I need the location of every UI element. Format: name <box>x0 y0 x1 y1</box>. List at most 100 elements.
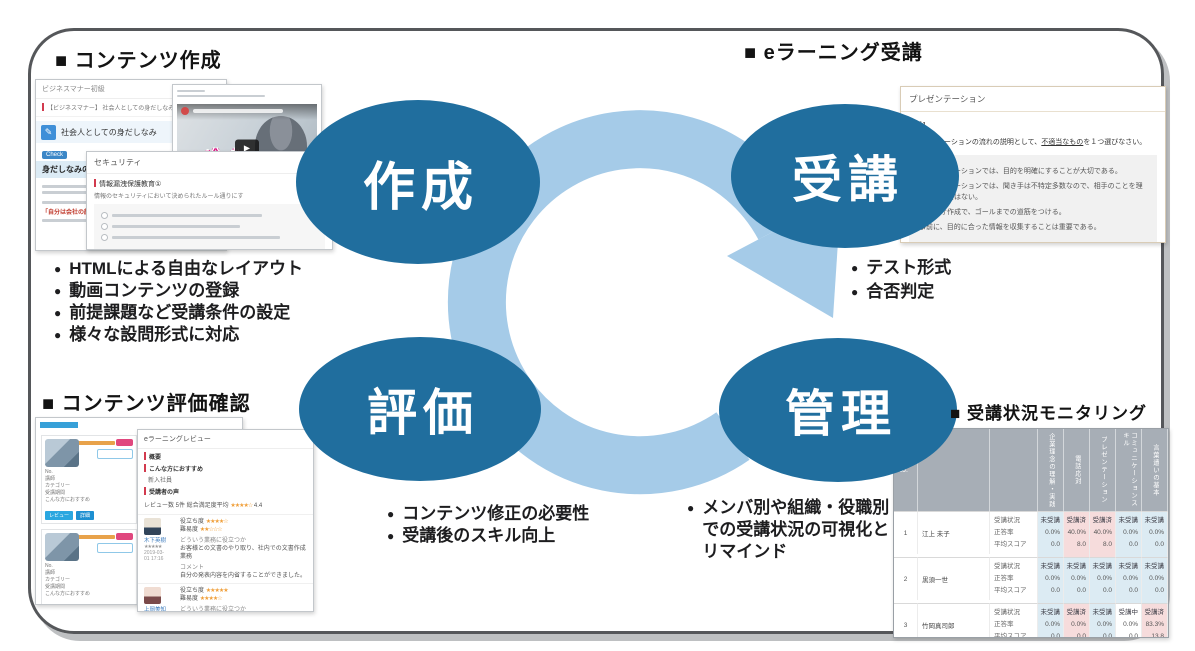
video-card-header <box>173 85 321 102</box>
list-item: ●合否判定 <box>851 280 951 304</box>
catalog-header-chip <box>40 422 78 428</box>
list-item: ●HTMLによる自由なレイアウト <box>54 259 303 278</box>
list-item: ●テスト形式 <box>851 256 951 280</box>
comment-text: 自分の発表内容を内省することができました。 <box>180 573 307 579</box>
meta-label: No. <box>45 563 53 569</box>
security-header: セキュリティ <box>87 152 332 174</box>
bullet-icon: ● <box>54 284 62 298</box>
row-number: 3 <box>894 603 918 637</box>
meta-label: カテゴリー <box>45 483 71 489</box>
review-button[interactable]: レビュー <box>45 511 74 520</box>
creation-bullets: ●HTMLによる自由なレイアウト ●動画コンテンツの登録 ●前提課題など受講条件… <box>54 258 303 346</box>
apply-button[interactable] <box>96 543 133 553</box>
question-text: プレゼンテーションの流れの説明として、不適当なものを１つ選びなさい。 <box>909 139 1147 146</box>
course-meta: No.講師カテゴリー受講期間こんな方におすすめ <box>45 561 133 598</box>
list-item: ●様々な設問形式に対応 <box>54 325 240 344</box>
usefulness-rating: 役立ち度 ★★★★★ <box>180 588 229 594</box>
radio-icon <box>101 234 108 241</box>
apply-button[interactable] <box>96 449 133 459</box>
creation-title: ■ コンテンツ作成 <box>55 50 222 72</box>
text-skeleton <box>177 90 205 92</box>
lesson-title: 社会人としての身だしなみ <box>61 127 157 137</box>
list-item: ●メンバ別や組織・役職別での受講状況の可視化とリマインド <box>687 498 890 561</box>
text-skeleton <box>112 214 262 217</box>
management-bullets: ●メンバ別や組織・役職別での受講状況の可視化とリマインド <box>687 497 892 563</box>
text-skeleton <box>112 225 240 228</box>
evaluation-bullets: ●コンテンツ修正の必要性 ●受講後のスキル向上 <box>387 503 589 547</box>
security-question-screenshot: セキュリティ 情報漏洩保護教育① 情報のセキュリティにおいて決められたルール通り… <box>86 151 333 250</box>
reviewer-stars: ★★★★★ <box>144 544 162 550</box>
detail-button[interactable]: 詳細 <box>76 511 95 520</box>
quiz-option[interactable]: プレゼンテーションでは、目的を明確にすることが大切である。 <box>919 168 1122 175</box>
security-topic: 情報漏洩保護教育① <box>87 174 332 191</box>
red-bar-icon <box>42 103 44 111</box>
monitoring-screenshot: No.企業理念の理解・実践電話応対プレゼンテーションコミュニケーションスキル言葉… <box>893 428 1169 638</box>
meta-label: 受講期間 <box>45 490 66 496</box>
review-panel-screenshot: eラーニングレビュー 概要 こんな方におすすめ 新入社員 受講者の声 レビュー数… <box>137 429 314 612</box>
attendance-bullets: ●テスト形式 ●合否判定 <box>851 256 951 304</box>
quiz-header: プレゼンテーション <box>901 87 1165 112</box>
metric-labels: 受講状況正答率平均スコア <box>990 603 1038 637</box>
quiz-option[interactable]: 事前に、目的に合った情報を収集することは重要である。 <box>919 224 1101 231</box>
list-item: ●前提課題など受講条件の設定 <box>54 303 291 322</box>
difficulty-rating: 難易度 ★★★★☆ <box>180 596 223 602</box>
review-date: 01 17:16 <box>144 556 164 562</box>
security-options <box>94 204 325 249</box>
text-skeleton <box>112 236 280 239</box>
bullet-icon: ● <box>851 261 859 275</box>
quiz-option[interactable]: シナリオ作成で、ゴールまでの道筋をつける。 <box>919 209 1066 216</box>
bullet-icon: ● <box>54 262 62 276</box>
member-name: 竹岡真司郎 <box>918 603 990 637</box>
stage-evaluate: 評価 <box>299 337 541 481</box>
red-bar-icon <box>144 464 146 472</box>
section-voice: 受講者の声 <box>138 484 313 496</box>
question-answer: お客様との文書のやり取り、社内での文書作成業務 <box>180 546 306 560</box>
bullet-icon: ● <box>54 328 62 342</box>
channel-avatar <box>181 107 189 115</box>
difficulty-rating: 難易度 ★★☆☆☆ <box>180 527 223 533</box>
member-name: 江上 未子 <box>918 511 990 554</box>
metric-labels: 受講状況正答率平均スコア <box>990 557 1038 603</box>
stage-create: 作成 <box>296 100 540 264</box>
text-skeleton <box>177 95 265 97</box>
monitoring-table: No.企業理念の理解・実践電話応対プレゼンテーションコミュニケーションスキル言葉… <box>894 429 1168 637</box>
stage-attend: 受講 <box>731 104 959 248</box>
bullet-icon: ● <box>851 285 859 299</box>
meta-label: 講師 <box>45 476 56 482</box>
status-badge <box>115 439 133 446</box>
video-title-skeleton <box>193 109 283 113</box>
question-label: どういう業務に役立つか <box>180 538 247 544</box>
section-overview: 概要 <box>138 449 313 461</box>
radio-option[interactable] <box>101 223 318 230</box>
member-name: 黒須一世 <box>918 557 990 600</box>
course-title-skeleton <box>45 441 115 445</box>
question-label: どういう業務に役立つか <box>180 607 247 612</box>
course-thumbnail <box>45 533 79 561</box>
reviewer-name: 木下英樹 <box>144 538 167 544</box>
radio-option[interactable] <box>101 212 318 219</box>
bullet-icon: ● <box>387 529 395 543</box>
radio-option[interactable] <box>101 234 318 241</box>
section-recommend: こんな方におすすめ <box>138 461 313 473</box>
course-thumbnail <box>45 439 79 467</box>
text-skeleton <box>42 201 128 204</box>
course-column-header: コミュニケーションスキル <box>1116 429 1142 511</box>
security-lead: 情報のセキュリティにおいて決められたルール通りにす <box>94 194 244 200</box>
list-item: ●コンテンツ修正の必要性 <box>387 504 590 523</box>
course-card[interactable]: No.講師カテゴリー受講期間こんな方におすすめレビュー詳細 <box>41 435 137 524</box>
review-body: 役立ち度 ★★★★☆ 難易度 ★★☆☆☆ どういう業務に役立つか お客様との文書… <box>180 518 307 580</box>
review-item: 上岡美知 ★★★★★ 2019-03- 01 17:19 役立ち度 ★★★★★ … <box>138 583 313 612</box>
